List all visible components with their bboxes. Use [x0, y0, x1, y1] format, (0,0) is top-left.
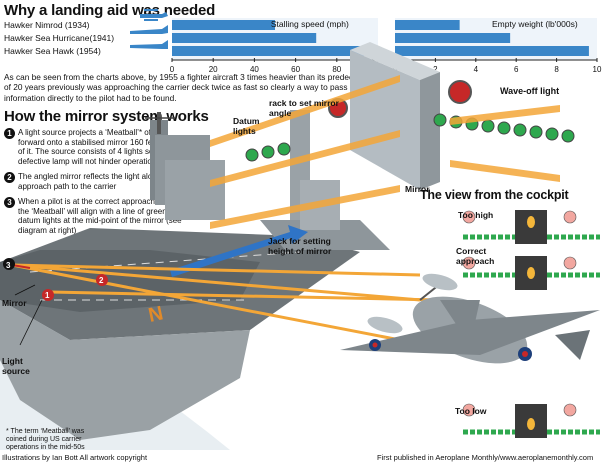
blue-arrow: [170, 225, 308, 277]
cockpit-view-too-low: [462, 403, 600, 438]
carrier-hull: [0, 300, 250, 440]
step-number: 2: [4, 172, 15, 183]
step-1: 1 A light source projects a ‘Meatball’* …: [4, 128, 186, 166]
carrier-island: [145, 112, 225, 220]
step-text: A light source projects a ‘Meatball’* of…: [18, 128, 186, 166]
small-aircraft: [367, 273, 458, 334]
chart-tick-label: 8: [554, 65, 559, 74]
step-2: 2 The angled mirror reflects the light a…: [4, 172, 186, 191]
footnote: * The term ‘Meatball’ was coined during …: [6, 428, 85, 452]
label-mirror: Mirror: [405, 184, 430, 194]
hurricane-icon: [130, 25, 168, 34]
beam-line: [11, 263, 421, 302]
mirror-apparatus: [245, 42, 575, 250]
step-text: The angled mirror reflects the light alo…: [18, 172, 175, 191]
published: First published in Aeroplane Monthly/www…: [377, 453, 594, 462]
label-light-source: Light source: [2, 356, 30, 376]
chart-tick-label: 20: [209, 65, 218, 74]
aircraft-label: Hawker Sea Hawk (1954): [4, 46, 101, 56]
step-number: 3: [4, 197, 15, 208]
chart-tick-label: 0: [170, 65, 175, 74]
marker-1: [42, 289, 54, 301]
step-number: 1: [4, 128, 15, 139]
chart-tick-label: 10: [593, 65, 602, 74]
datum-lights: [245, 113, 575, 162]
svg-text:2: 2: [99, 276, 104, 285]
seahawk-icon: [130, 40, 168, 49]
comparison-charts: Stalling speed (mph)020406080100Empty we…: [170, 18, 602, 74]
cockpit-title: The view from the cockpit: [420, 188, 569, 202]
seahawk-aircraft: [340, 279, 600, 364]
chart-tick-label: 6: [514, 65, 519, 74]
label-jack: Jack for setting height of mirror: [268, 236, 332, 256]
biplane-icon: [140, 12, 168, 18]
label-datum-lights: Datum lights: [233, 116, 260, 136]
chart-title: Empty weight (lb'000s): [492, 19, 578, 29]
chart-bar: [172, 33, 317, 43]
chart-bar: [395, 20, 460, 30]
intro-text: As can be seen from the charts above, by…: [4, 72, 374, 103]
aircraft-label: Hawker Sea Hurricane(1941): [4, 33, 115, 43]
svg-text:N: N: [146, 302, 165, 327]
chart-tick-label: 4: [474, 65, 479, 74]
chart-bar: [172, 20, 275, 30]
chart-tick-label: 60: [291, 65, 300, 74]
beam-line: [11, 263, 421, 277]
beam-line: [49, 290, 441, 302]
aircraft-label: Hawker Nimrod (1934): [4, 20, 90, 30]
step-3: 3 When a pilot is at the correct approac…: [4, 197, 186, 235]
chart-tick-label: 80: [332, 65, 341, 74]
marker-2: [96, 274, 108, 286]
chart-title: Stalling speed (mph): [271, 19, 349, 29]
label-too-low: Too low: [455, 406, 487, 416]
light-beams: [210, 75, 560, 229]
credit: Illustrations by Ian Bott All artwork co…: [2, 453, 148, 462]
cockpit-view-too-high: [462, 210, 600, 244]
beam-line: [11, 263, 401, 342]
chart-bar: [395, 33, 511, 43]
label-correct: Correct approach: [456, 246, 495, 266]
marker-3: [3, 258, 15, 270]
aircraft-list: Hawker Nimrod (1934) Hawker Sea Hurrican…: [4, 19, 174, 58]
chart-tick-label: 40: [250, 65, 259, 74]
aircraft-silhouettes: [130, 9, 168, 49]
wave-off-lamp: [448, 80, 472, 104]
cockpit-view-correct: [462, 256, 600, 290]
label-left-mirror: Mirror: [2, 298, 27, 308]
chart-bar: [395, 46, 589, 56]
chart-tick-label: 2: [433, 65, 438, 74]
label-wave-off: Wave-off light: [500, 86, 560, 96]
step-text: When a pilot is at the correct approach …: [18, 197, 183, 235]
label-rack: rack to set mirror angle: [269, 98, 339, 118]
label-too-high: Too high: [458, 210, 494, 220]
svg-text:3: 3: [6, 261, 11, 270]
svg-text:1: 1: [45, 291, 50, 300]
chart-bar: [172, 46, 366, 56]
